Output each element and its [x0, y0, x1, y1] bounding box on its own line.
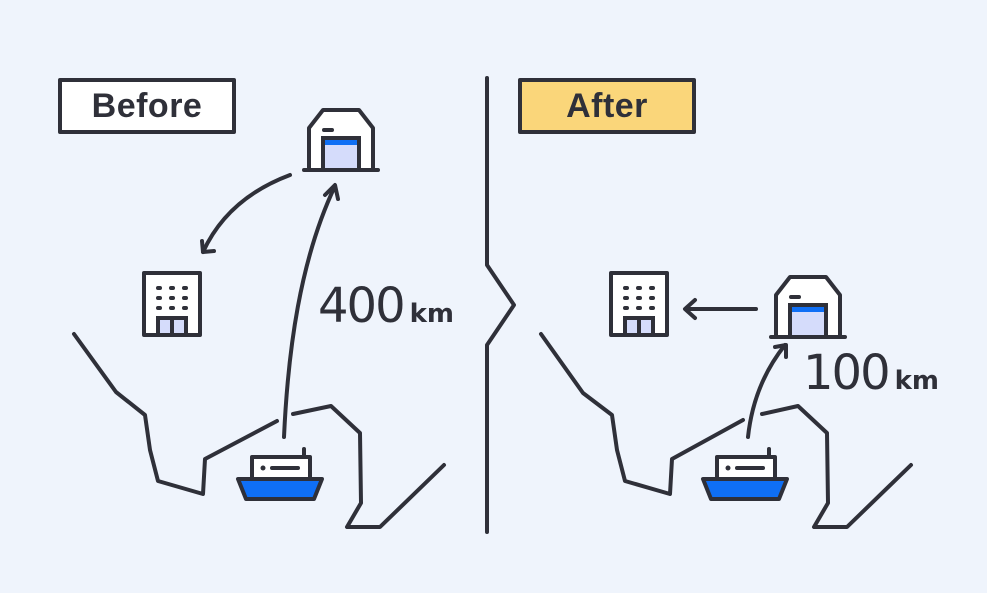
after-label-text: After — [566, 86, 648, 125]
arrowhead-up — [323, 183, 340, 201]
panel-divider — [485, 76, 516, 534]
arrowhead-left — [683, 298, 697, 320]
route-ship-to-warehouse — [746, 343, 787, 439]
before-label-text: Before — [91, 86, 203, 125]
route-ship-to-warehouse — [282, 184, 337, 439]
route-arrows-after — [683, 298, 788, 439]
distance-before-value: 400 — [318, 278, 406, 334]
distance-after-value: 100 — [803, 345, 891, 401]
arrowhead-down — [200, 239, 216, 254]
distance-after: 100 km — [803, 345, 939, 401]
office-building-icon — [142, 271, 202, 337]
warehouse-icon — [302, 108, 380, 172]
office-building-icon — [609, 271, 669, 337]
after-label: After — [518, 78, 696, 134]
distance-before-unit: km — [409, 299, 455, 329]
distance-before: 400 km — [318, 278, 454, 334]
distance-after-unit: km — [894, 366, 940, 396]
warehouse-icon — [769, 275, 847, 339]
before-label: Before — [58, 78, 236, 134]
cargo-ship-icon — [701, 447, 789, 501]
route-arrows-before — [200, 173, 340, 439]
arrowhead-up — [773, 343, 788, 359]
coastline-before — [72, 332, 446, 529]
coastline-after — [539, 332, 913, 529]
cargo-ship-icon — [236, 447, 324, 501]
route-warehouse-to-office — [201, 173, 292, 254]
